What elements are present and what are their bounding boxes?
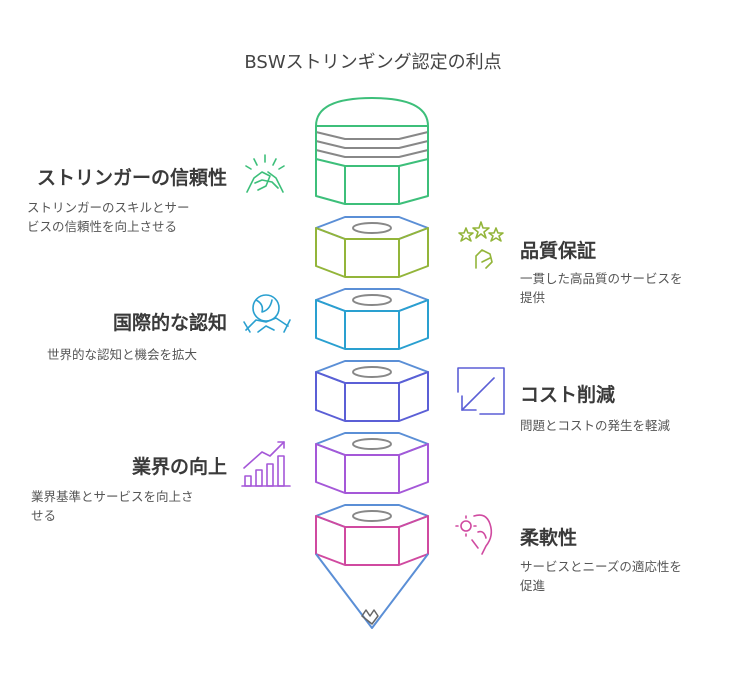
heading-industry: 業界の向上 <box>131 456 227 478</box>
desc-quality-line2: 提供 <box>520 290 546 305</box>
page-title: BSWストリンギング認定の利点 <box>244 52 502 73</box>
desc-cost: 問題とコストの発生を軽減 <box>520 416 730 435</box>
desc-recognition: 世界的な認知と機会を拡大 <box>47 345 227 364</box>
desc-reliability: ストリンガーのスキルとサー ビスの信頼性を向上させる <box>27 198 227 236</box>
heading-quality: 品質保証 <box>520 240 597 262</box>
handshake-icon <box>245 154 285 193</box>
stack-segment-industry <box>315 432 429 494</box>
stack-segment-recognition <box>315 288 429 350</box>
desc-flexibility: サービスとニーズの適応性を 促進 <box>520 557 730 595</box>
heading-cost: コスト削減 <box>520 384 616 406</box>
stack-segment-top <box>315 97 429 205</box>
desc-reliability-line1: ストリンガーのスキルとサー <box>27 200 190 215</box>
heading-reliability: ストリンガーの信頼性 <box>36 167 227 189</box>
stars-hand-icon <box>458 221 504 269</box>
desc-flexibility-line2: 促進 <box>520 578 546 593</box>
stack-segment-flexibility <box>315 504 429 566</box>
desc-reliability-line2: ビスの信頼性を向上させる <box>27 219 178 234</box>
heading-flexibility: 柔軟性 <box>520 527 578 549</box>
growth-chart-icon <box>241 441 291 487</box>
globe-handshake-icon <box>243 294 291 333</box>
desc-quality: 一貫した高品質のサービスを 提供 <box>520 269 730 307</box>
flexible-hand-icon <box>455 514 493 555</box>
stack-segment-quality <box>315 216 429 278</box>
desc-quality-line1: 一貫した高品質のサービスを <box>520 271 683 286</box>
stack-segment-cost <box>315 360 429 422</box>
desc-flexibility-line1: サービスとニーズの適応性を <box>520 559 682 574</box>
heading-recognition: 国際的な認知 <box>112 312 227 334</box>
desc-industry-line1: 業界基準とサービスを向上さ <box>31 489 194 504</box>
arrow-down-left-icon <box>457 367 505 415</box>
desc-cost-line1: 問題とコストの発生を軽減 <box>520 418 671 433</box>
desc-industry-line2: せる <box>31 508 57 523</box>
desc-recognition-line1: 世界的な認知と機会を拡大 <box>47 347 198 362</box>
desc-industry: 業界基準とサービスを向上さ せる <box>31 487 227 525</box>
pencil-tip <box>315 553 429 629</box>
